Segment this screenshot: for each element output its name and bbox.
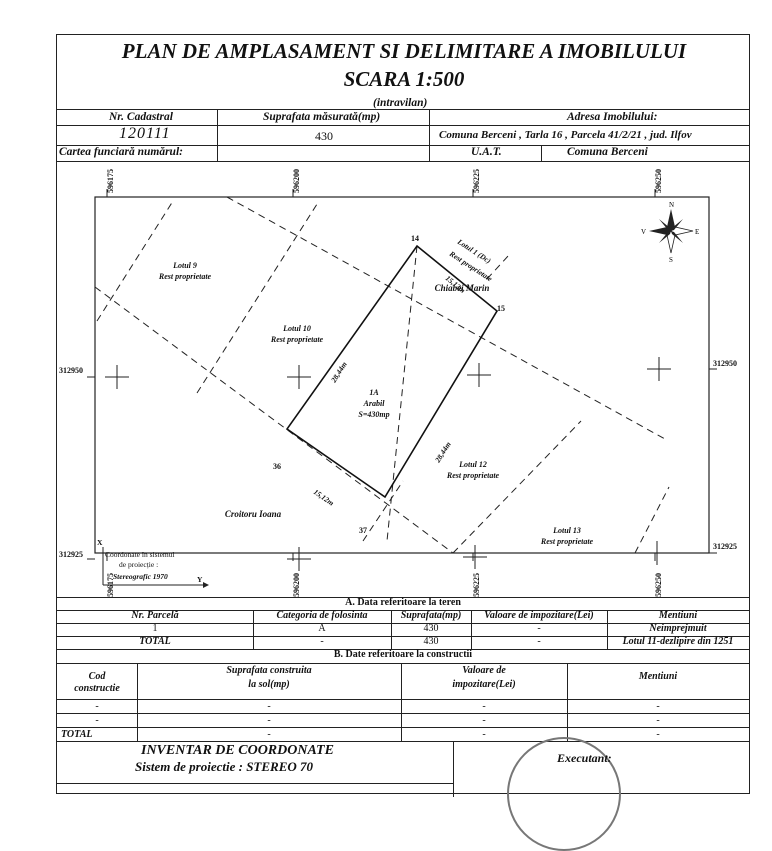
total-b-label: TOTAL	[61, 729, 93, 740]
b-row2-mentiuni: -	[656, 715, 660, 726]
col-valoare-1: Valoare de	[462, 665, 506, 676]
coord-note-2: de proiecție :	[119, 560, 158, 569]
lot10-label: Lotul 10	[282, 324, 311, 333]
coord-note-3: Stereografic 1970	[113, 572, 168, 581]
col-mentiuni: Mentiuni	[658, 610, 698, 621]
compass-e: E	[695, 228, 699, 236]
dim-right: 28,44m	[433, 440, 453, 465]
bottom-coord-3: 596225	[472, 573, 481, 597]
lot13-sub: Rest proprietate	[540, 537, 594, 546]
total-a-suprafata: 430	[423, 636, 439, 647]
title-line-2: SCARA 1:500	[343, 67, 465, 91]
compass-rose-icon: N S E V	[641, 201, 699, 264]
croitoru-label: Croitoru Ioana	[225, 509, 282, 519]
compass-n: N	[669, 201, 674, 209]
col-suprafata-1: Suprafata construita	[226, 665, 312, 676]
lot9-sub: Rest proprietate	[158, 272, 212, 281]
parcel-use: Arabil	[363, 399, 386, 408]
top-coord-1: 596175	[106, 169, 115, 193]
nr-cadastral-value: 120111	[119, 125, 171, 142]
col-cod-1: Cod	[88, 671, 106, 682]
b-row2-cod: -	[95, 715, 99, 726]
top-coord-3: 596225	[472, 169, 481, 193]
carte-funciara-label: Cartea funciară numărul:	[59, 146, 183, 158]
col-cod-2: constructie	[74, 683, 120, 694]
axis-x-label: X	[97, 538, 103, 547]
bottom-coord-1: 596175	[106, 573, 115, 597]
inventory-system: Sistem de proiectie : STEREO 70	[135, 759, 314, 774]
col-suprafata-2: la sol(mp)	[248, 679, 290, 690]
b-row2-suprafata: -	[267, 715, 271, 726]
adresa-label: Adresa Imobilului:	[567, 111, 658, 123]
lot9-label: Lotul 9	[172, 261, 197, 270]
row1-mentiuni: Neimprejmuit	[649, 623, 707, 634]
compass-v: V	[641, 228, 646, 236]
parcel-area: S=430mp	[358, 410, 389, 419]
uat-label: U.A.T.	[471, 146, 502, 158]
document-sheet: PLAN DE AMPLASAMENT SI DELIMITARE A IMOB…	[56, 34, 750, 851]
lot10-sub: Rest proprietate	[270, 335, 324, 344]
total-a-valoare: -	[537, 636, 541, 647]
b-row1-cod: -	[95, 701, 99, 712]
total-a-label: TOTAL	[139, 636, 171, 647]
top-coord-2: 596200	[292, 169, 301, 193]
inventory-title: INVENTAR DE COORDONATE	[141, 743, 334, 758]
total-b-mentiuni: -	[656, 729, 660, 740]
col-mentiuni-b: Mentiuni	[638, 671, 678, 682]
total-a-categoria: -	[320, 636, 324, 647]
b-row1-mentiuni: -	[656, 701, 660, 712]
row1-valoare: -	[537, 623, 541, 634]
point-36: 36	[273, 462, 281, 471]
axis-y-label: Y	[197, 575, 203, 584]
chiabei-label: Chiabei Marin	[435, 283, 490, 293]
total-a-mentiuni: Lotul 11-dezlipire din 1251	[622, 636, 734, 647]
b-row2-valoare: -	[482, 715, 486, 726]
plan-frame	[94, 196, 710, 554]
left-coord-2: 312925	[59, 550, 83, 559]
parcel-1a	[285, 244, 499, 499]
section-a-title: A. Data referitoare la teren	[345, 597, 461, 608]
lot13-label: Lotul 13	[552, 526, 581, 535]
left-coord-1: 312950	[59, 366, 83, 375]
coord-note-1: Coordonate în sistemul	[105, 550, 175, 559]
section-b-title: B. Date referitoare la constructii	[333, 649, 473, 660]
b-row1-suprafata: -	[267, 701, 271, 712]
bottom-coord-4: 596250	[654, 573, 663, 597]
point-14: 14	[411, 234, 419, 243]
row1-parcela: 1	[152, 623, 158, 634]
intravilan-label: (intravilan)	[373, 97, 428, 109]
b-row1-valoare: -	[482, 701, 486, 712]
total-b-valoare: -	[482, 729, 486, 740]
total-b-suprafata: -	[267, 729, 271, 740]
col-valoare: Valoare de impozitare(Lei)	[484, 610, 594, 621]
lot12-sub: Rest proprietate	[446, 471, 500, 480]
point-15: 15	[497, 304, 505, 313]
executant-label: Executant:	[557, 751, 612, 765]
right-coord-2: 312925	[713, 542, 737, 551]
adresa-value: Comuna Berceni , Tarla 16 , Parcela 41/2…	[439, 129, 692, 141]
grid-crosses	[105, 357, 671, 571]
bottom-coord-2: 596200	[292, 573, 301, 597]
point-37: 37	[359, 526, 367, 535]
title-line-1: PLAN DE AMPLASAMENT SI DELIMITARE A IMOB…	[121, 39, 687, 63]
right-coord-1: 312950	[713, 359, 737, 368]
col-categoria: Categoria de folosinta	[276, 610, 368, 621]
compass-s: S	[669, 256, 673, 264]
lot12-label: Lotul 12	[458, 460, 487, 469]
suprafata-value: 430	[315, 129, 333, 143]
dim-left: 28,44m	[329, 360, 349, 385]
col-valoare-2: impozitare(Lei)	[452, 679, 516, 690]
top-coord-4: 596250	[654, 169, 663, 193]
col-nr-parcela: Nr. Parcelă	[131, 610, 179, 621]
uat-value: Comuna Berceni	[567, 146, 648, 158]
row1-suprafata: 430	[423, 623, 439, 634]
dim-bottom: 15,12m	[312, 487, 336, 507]
suprafata-label: Suprafata măsurată(mp)	[263, 111, 381, 123]
col-suprafata: Suprafata(mp)	[400, 610, 462, 621]
parcel-id: 1A	[369, 388, 379, 397]
site-plan: 596175 596200 596225 596250 596175 59620…	[59, 169, 737, 597]
nr-cadastral-label: Nr. Cadastral	[109, 111, 173, 123]
row1-categoria: A	[318, 623, 326, 634]
